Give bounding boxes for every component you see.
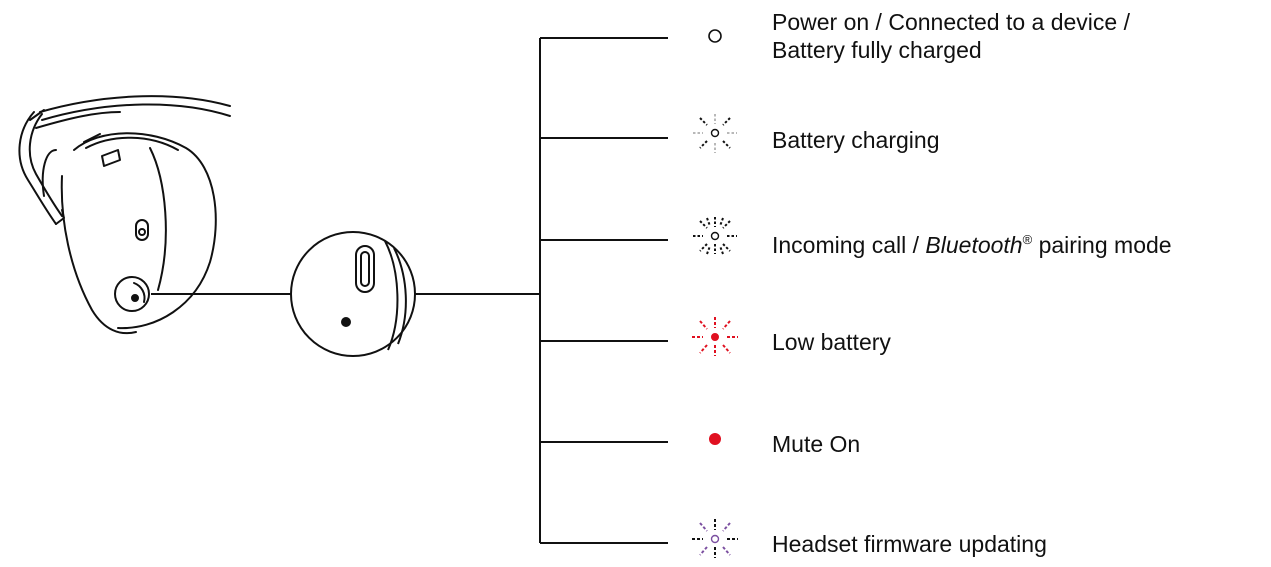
headset-illustration: [18, 95, 231, 335]
legend-mute-on-text: Mute On: [772, 431, 861, 457]
legend-battery-charging: Battery charging: [772, 126, 939, 154]
legend-incoming-call-text: Incoming call /: [772, 232, 926, 258]
white-led-pulsing-icon: [693, 114, 737, 153]
led-indicator: [341, 317, 351, 327]
purple-led-blinking-icon: [692, 519, 738, 558]
registered-mark: ®: [1022, 232, 1033, 247]
legend-battery-charging-text: Battery charging: [772, 127, 940, 153]
led-zoom-detail: [290, 231, 416, 357]
legend-incoming-call: Incoming call / Bluetooth® pairing mode: [772, 226, 1172, 259]
legend-low-battery-text: Low battery: [772, 329, 891, 355]
legend-power-on: Power on / Connected to a device / Batte…: [772, 8, 1130, 64]
red-led-blinking-icon: [692, 317, 738, 356]
legend-power-on-line-1: Power on / Connected to a device /: [772, 9, 1130, 35]
white-led-blinking-icon: [693, 217, 737, 255]
connector-lines: [151, 37, 668, 544]
legend-low-battery: Low battery: [772, 328, 891, 356]
legend-power-on-line-2: Battery fully charged: [772, 37, 982, 63]
white-led-steady-icon: [708, 29, 722, 43]
red-led-steady-icon: [709, 433, 721, 445]
legend-pairing-mode-text: pairing mode: [1032, 232, 1172, 258]
legend-mute-on: Mute On: [772, 430, 860, 458]
legend-firmware-updating: Headset firmware updating: [772, 530, 1047, 558]
legend-bluetooth-text: Bluetooth: [925, 232, 1023, 258]
legend-firmware-updating-text: Headset firmware updating: [772, 531, 1047, 557]
